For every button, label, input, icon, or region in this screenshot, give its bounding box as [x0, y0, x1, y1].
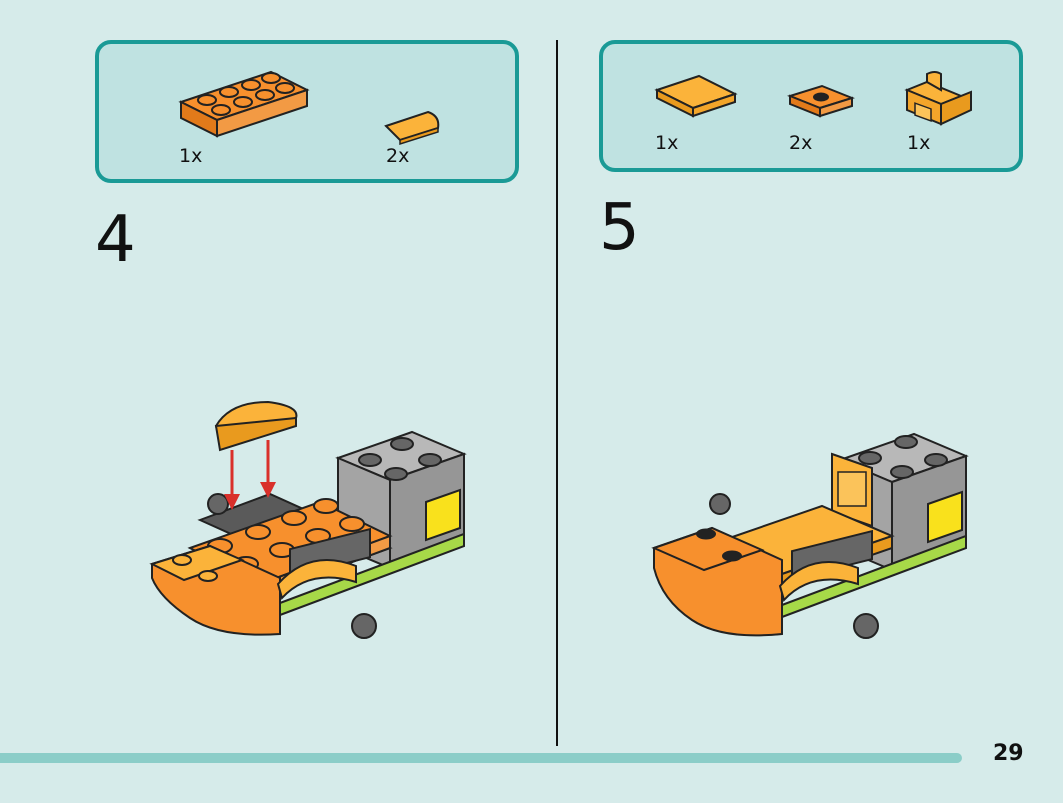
- part-qty: 2x: [386, 145, 410, 167]
- parts-callout-step-4: 1x 2x: [95, 40, 519, 183]
- progress-bar: [0, 753, 962, 763]
- 2x2-tile-icon: [654, 74, 738, 118]
- jumper-plate-icon: [787, 84, 855, 118]
- page-divider: [556, 40, 558, 746]
- seat-icon: [904, 71, 972, 126]
- part-qty: 1x: [907, 132, 931, 154]
- parts-callout-step-5: 1x 2x 1x: [599, 40, 1023, 172]
- step-number: 4: [95, 203, 136, 277]
- step-4-assembly-illustration: [149, 400, 467, 639]
- part-qty: 1x: [179, 145, 203, 167]
- half-round-tile-icon: [384, 110, 440, 146]
- orange-2x4-plate-icon: [178, 70, 310, 138]
- arrow-down-icon: [224, 440, 276, 510]
- page-number: 29: [993, 741, 1024, 766]
- part-qty: 1x: [655, 132, 679, 154]
- step-number: 5: [599, 191, 640, 265]
- part-qty: 2x: [789, 132, 813, 154]
- step-5-assembly-illustration: [651, 432, 969, 639]
